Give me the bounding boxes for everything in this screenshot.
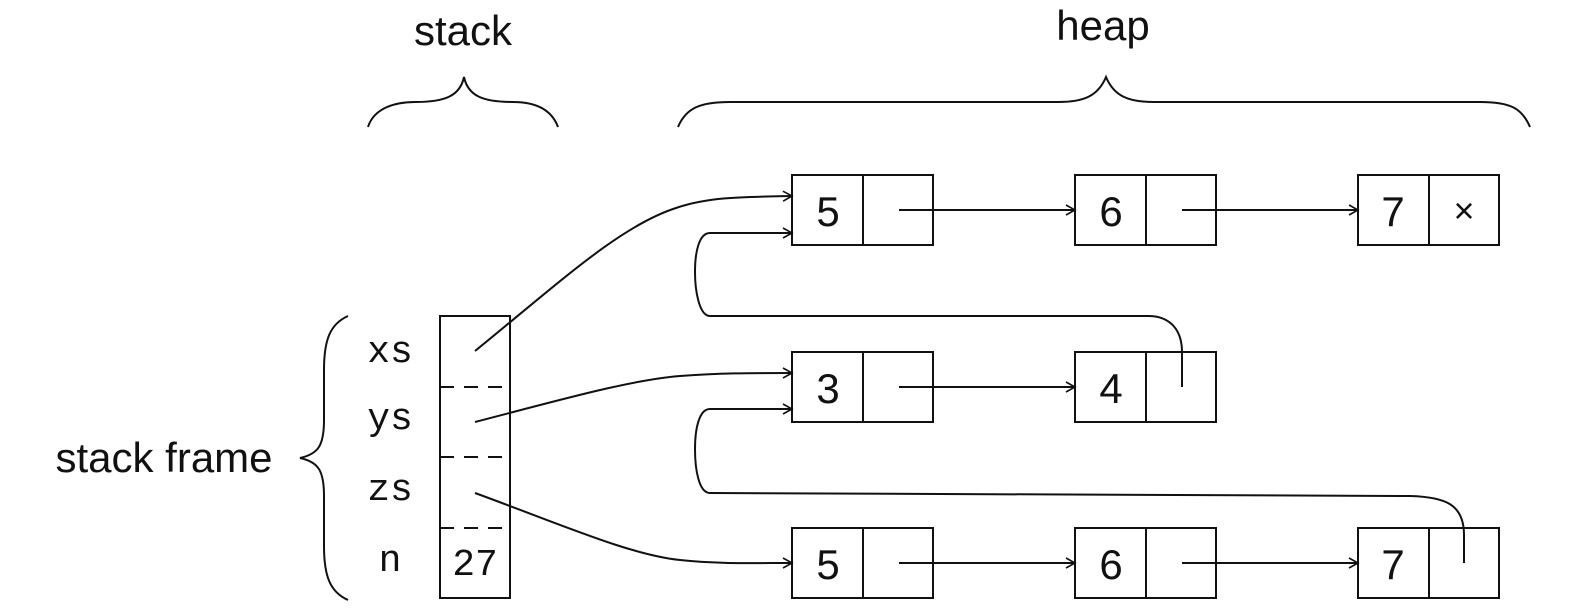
var-zs: zs	[367, 469, 413, 512]
stack-frame-label: stack frame	[55, 434, 272, 481]
var-xs: xs	[367, 331, 413, 374]
stack-frame-brace	[299, 315, 349, 601]
list1-node-2-value: 6	[1099, 188, 1122, 235]
pointer-list3-tail-to-list2-head	[693, 403, 1465, 563]
list1-node-3-value: 7	[1381, 188, 1404, 235]
list2-node-1-value: 3	[816, 365, 839, 412]
pointer-zs	[474, 492, 794, 569]
null-marker: ×	[1453, 190, 1474, 231]
pointer-ys	[474, 367, 794, 423]
list2-node-1: 3	[791, 351, 934, 423]
list2-node-2-value: 4	[1099, 365, 1122, 412]
list1-node-1-value: 5	[816, 188, 839, 235]
list3-node-3: 7	[1357, 527, 1500, 599]
var-ys: ys	[367, 398, 413, 441]
list3-node-2-value: 6	[1099, 541, 1122, 588]
var-n: n	[379, 540, 402, 583]
heap-label: heap	[1056, 2, 1149, 49]
n-value: 27	[452, 544, 498, 587]
list3-node-3-value: 7	[1381, 541, 1404, 588]
pointer-list2-tail-to-list1-head	[693, 227, 1183, 387]
pointer-xs	[474, 190, 794, 352]
heap-brace	[677, 74, 1531, 128]
stack-label: stack	[414, 7, 513, 54]
stack-brace	[367, 76, 559, 128]
list1-node-1: 5	[791, 174, 934, 246]
list1-node-3: 7 ×	[1357, 174, 1500, 246]
list2-node-2: 4	[1074, 351, 1217, 423]
list3-node-1-value: 5	[816, 541, 839, 588]
